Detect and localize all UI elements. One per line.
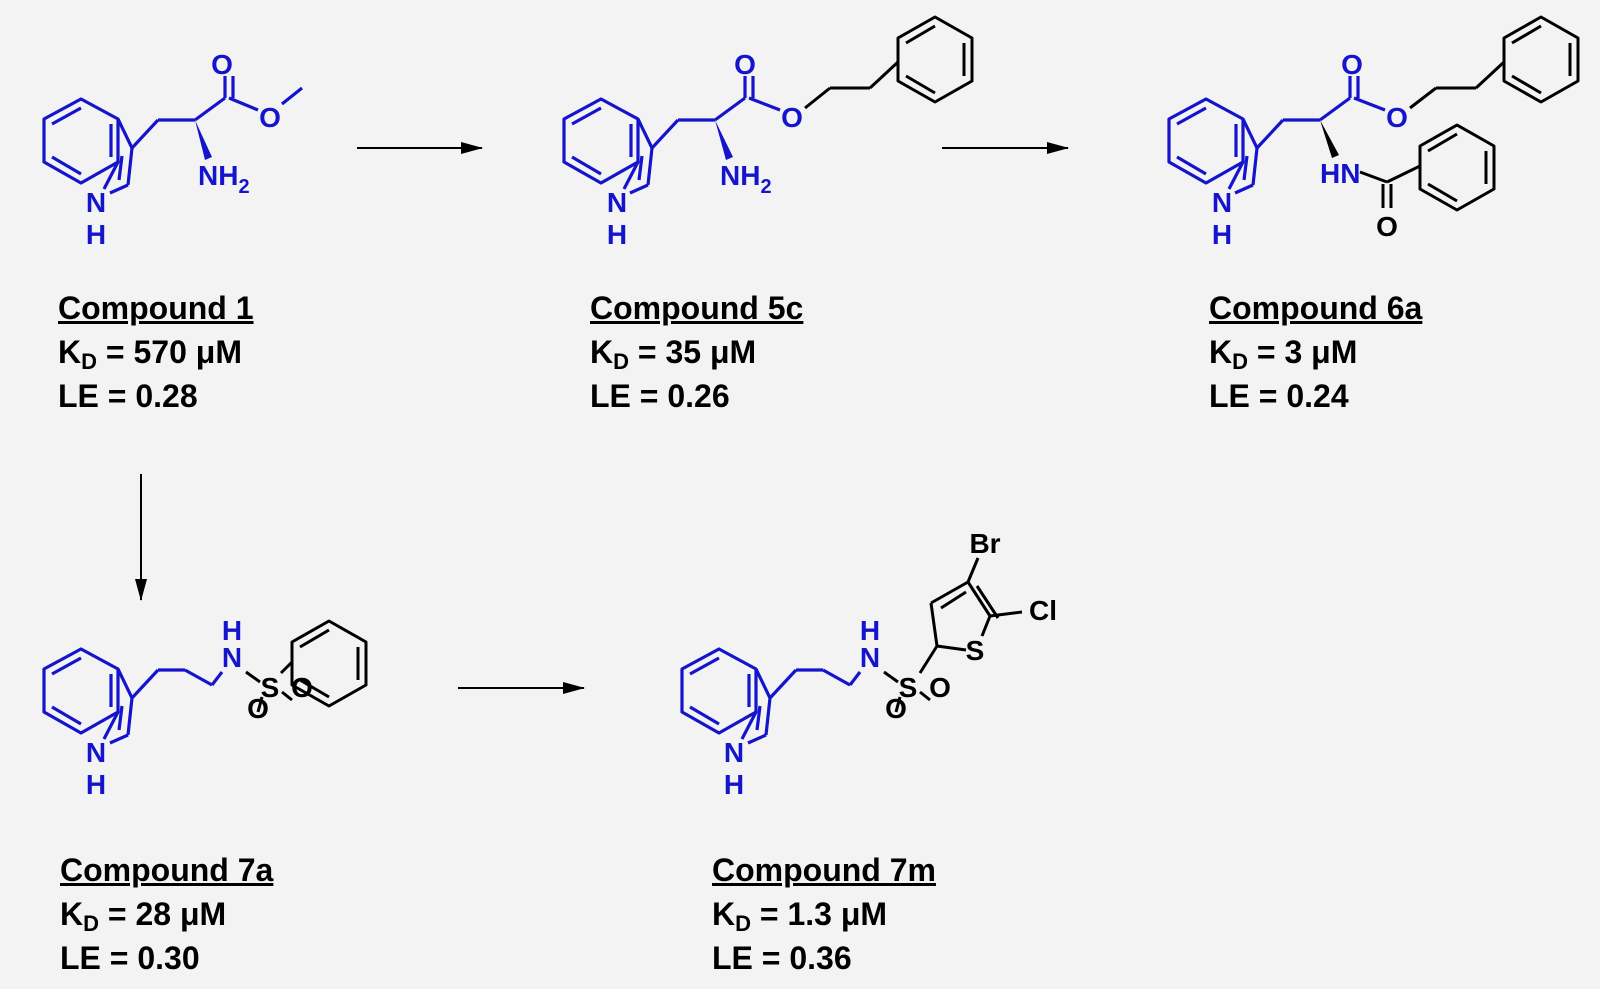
svg-text:H: H xyxy=(1212,219,1232,250)
compound-6a-structure: O O HN O N H xyxy=(1167,15,1580,250)
svg-text:O: O xyxy=(259,102,281,133)
ligand-efficiency: LE = 0.36 xyxy=(712,940,852,976)
svg-text:Br: Br xyxy=(969,528,1000,559)
compound-title: Compound 1 xyxy=(58,290,254,326)
svg-text:S: S xyxy=(966,635,985,666)
svg-text:NH2: NH2 xyxy=(198,160,250,198)
compound-title: Compound 7m xyxy=(712,852,936,888)
svg-text:O: O xyxy=(781,102,803,133)
kd-value: KD = 570 μM xyxy=(58,334,242,374)
compound-1-label: Compound 1 KD = 570 μM LE = 0.28 xyxy=(58,286,254,418)
svg-text:H: H xyxy=(860,615,880,646)
svg-text:N: N xyxy=(860,642,880,673)
svg-text:N: N xyxy=(86,187,106,218)
compound-6a-label: Compound 6a KD = 3 μM LE = 0.24 xyxy=(1209,286,1422,418)
ligand-efficiency: LE = 0.30 xyxy=(60,940,200,976)
compound-7m-structure: H N S O O S Br Cl N H xyxy=(680,528,1057,800)
svg-text:N: N xyxy=(607,187,627,218)
kd-value: KD = 3 μM xyxy=(1209,334,1358,374)
svg-text:H: H xyxy=(724,769,744,800)
svg-text:S: S xyxy=(261,672,280,703)
svg-text:N: N xyxy=(222,642,242,673)
compound-title: Compound 7a xyxy=(60,852,274,888)
svg-text:N: N xyxy=(724,737,744,768)
svg-text:H: H xyxy=(86,219,106,250)
svg-text:O: O xyxy=(1386,102,1408,133)
svg-text:HN: HN xyxy=(1320,158,1360,189)
svg-text:H: H xyxy=(607,219,627,250)
svg-text:O: O xyxy=(734,49,756,80)
compound-title: Compound 6a xyxy=(1209,290,1423,326)
svg-text:O: O xyxy=(247,693,269,724)
compound-title: Compound 5c xyxy=(590,290,804,326)
svg-text:O: O xyxy=(929,672,951,703)
svg-text:O: O xyxy=(211,49,233,80)
ligand-efficiency: LE = 0.28 xyxy=(58,378,198,414)
kd-value: KD = 28 μM xyxy=(60,896,227,936)
svg-text:Cl: Cl xyxy=(1029,595,1057,626)
compound-7a-label: Compound 7a KD = 28 μM LE = 0.30 xyxy=(60,848,273,980)
svg-text:N: N xyxy=(86,737,106,768)
svg-text:S: S xyxy=(899,672,918,703)
compound-5c-structure: O O NH2 N H xyxy=(562,15,974,250)
svg-text:NH2: NH2 xyxy=(720,160,772,198)
svg-text:H: H xyxy=(222,615,242,646)
svg-text:O: O xyxy=(1376,211,1398,242)
svg-text:O: O xyxy=(1341,49,1363,80)
svg-text:N: N xyxy=(1212,187,1232,218)
ligand-efficiency: LE = 0.24 xyxy=(1209,378,1349,414)
compound-5c-label: Compound 5c KD = 35 μM LE = 0.26 xyxy=(590,286,803,418)
ligand-efficiency: LE = 0.26 xyxy=(590,378,730,414)
svg-text:O: O xyxy=(885,693,907,724)
compound-7a-structure: H N S O O N H xyxy=(42,615,368,800)
svg-text:O: O xyxy=(291,672,313,703)
svg-text:H: H xyxy=(86,769,106,800)
kd-value: KD = 1.3 μM xyxy=(712,896,888,936)
kd-value: KD = 35 μM xyxy=(590,334,757,374)
compound-1-structure: O O NH2 N H xyxy=(42,49,303,250)
compound-7m-label: Compound 7m KD = 1.3 μM LE = 0.36 xyxy=(712,848,936,980)
